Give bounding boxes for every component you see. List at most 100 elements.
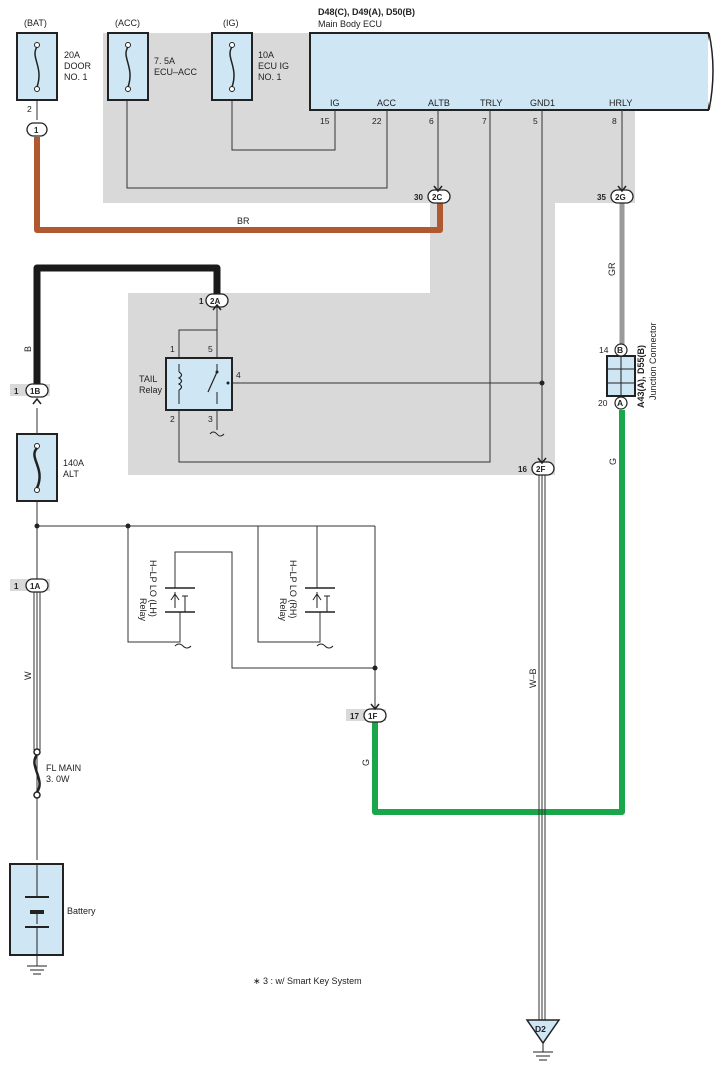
- ecu-subtitle: Main Body ECU: [318, 19, 382, 29]
- hlp-rh-label1: H–LP LO (RH): [288, 560, 298, 618]
- fuse-bat-pin: 2: [27, 104, 32, 114]
- wire-label-gr: GR: [607, 262, 617, 276]
- fuse-bat-label3: NO. 1: [64, 72, 88, 82]
- battery-label: Battery: [67, 906, 96, 916]
- ecu-pin-num-22: 22: [372, 116, 382, 126]
- connector-2a-pin: 1: [199, 297, 204, 306]
- ecu-pin-ig: IG: [330, 98, 340, 108]
- fuse-ig-tag: (IG): [223, 18, 239, 28]
- fuse-ig-label2: ECU IG: [258, 61, 289, 71]
- junction-top-conn: B: [617, 345, 623, 355]
- fuse-acc-tag: (ACC): [115, 18, 140, 28]
- main-body-ecu: D48(C), D49(A), D50(B) Main Body ECU IG …: [309, 7, 723, 126]
- fuse-acc-label1: 7. 5A: [154, 56, 175, 66]
- connector-1f-pin: 17: [350, 712, 359, 721]
- wire-label-w: W: [23, 671, 33, 680]
- fuse-ig-label3: NO. 1: [258, 72, 282, 82]
- wire-label-g1: G: [608, 458, 618, 465]
- connector-2c: 2C 30: [414, 185, 451, 204]
- wire-label-wb: W–B: [528, 668, 538, 688]
- ecu-pin-acc: ACC: [377, 98, 397, 108]
- fuse-ig-label1: 10A: [258, 50, 274, 60]
- connector-1a-pin: 1: [14, 582, 19, 591]
- wire-br: [34, 137, 443, 233]
- ecu-pin-hrly: HRLY: [609, 98, 632, 108]
- tail-relay-pin3: 3: [208, 414, 213, 424]
- fuse-door-no1: (BAT) 20A DOOR NO. 1 2: [16, 18, 92, 114]
- connector-2f-id: 2F: [536, 465, 545, 474]
- thick-wires: [33, 137, 625, 815]
- ecu-pin-trly: TRLY: [480, 98, 502, 108]
- tail-relay-pin1: 1: [170, 344, 175, 354]
- fuse-alt-label1: 140A: [63, 458, 84, 468]
- wire-w: [33, 592, 41, 750]
- footnote: ∗ 3 : w/ Smart Key System: [253, 976, 362, 986]
- tail-relay-pin4: 4: [236, 370, 241, 380]
- fuse-alt: 140A ALT: [16, 420, 84, 502]
- tail-relay-label1: TAIL: [139, 374, 157, 384]
- junction-bot-pin: 20: [598, 398, 608, 408]
- junction-top-pin: 14: [599, 345, 609, 355]
- fuse-bat-label2: DOOR: [64, 61, 92, 71]
- hlp-lo-lh-relay: H–LP LO (LH) Relay: [138, 560, 195, 649]
- connector-1: 1: [26, 122, 48, 137]
- fuse-ecu-acc: (ACC) 7. 5A ECU–ACC: [107, 18, 198, 101]
- fuse-bat-tag: (BAT): [24, 18, 47, 28]
- thin-wires: [36, 40, 623, 966]
- ecu-pin-num-15: 15: [320, 116, 330, 126]
- junction-bot-conn: A: [617, 398, 623, 408]
- wire-g: [372, 410, 625, 815]
- fuse-flmain-label1: FL MAIN: [46, 763, 81, 773]
- connector-2f-pin: 16: [518, 465, 527, 474]
- tail-relay: TAIL Relay 1 5 4 2 3: [139, 344, 241, 437]
- fuse-flmain-label2: 3. 0W: [46, 774, 70, 784]
- ecu-title: D48(C), D49(A), D50(B): [318, 7, 415, 17]
- junction-connector: B A 14 20 A43(A), D55(B) Junction Connec…: [598, 322, 658, 410]
- wire-labels: BR B GR G G W–B W: [23, 216, 618, 766]
- connector-2g-pin: 35: [597, 193, 606, 202]
- wire-label-br: BR: [237, 216, 250, 226]
- tail-relay-label2: Relay: [139, 385, 163, 395]
- ecu-pin-altb: ALTB: [428, 98, 450, 108]
- hlp-lo-rh-relay: H–LP LO (RH) Relay: [278, 560, 335, 649]
- connector-1b-pin: 1: [14, 387, 19, 396]
- ground-d2-id: D2: [535, 1024, 546, 1034]
- hlp-lh-label1: H–LP LO (LH): [148, 560, 158, 617]
- wire-label-g2: G: [361, 759, 371, 766]
- ecu-pin-gnd1: GND1: [530, 98, 555, 108]
- wire-b: [33, 264, 221, 384]
- junction-label: Junction Connector: [648, 322, 658, 400]
- wire-label-b: B: [23, 346, 33, 352]
- connector-2c-pin: 30: [414, 193, 423, 202]
- fuse-ecu-ig-no1: (IG) 10A ECU IG NO. 1: [211, 18, 289, 101]
- connector-1f: 1F 17: [346, 703, 387, 723]
- battery-ground: [27, 965, 47, 975]
- connector-2a: 2A 1: [199, 293, 229, 311]
- connector-2a-id: 2A: [210, 297, 220, 306]
- gray-regions: [103, 33, 635, 475]
- tail-relay-pin2: 2: [170, 414, 175, 424]
- connector-1a: 1A 1: [10, 578, 50, 593]
- ecu-pin-num-5: 5: [533, 116, 538, 126]
- wire-wb: [538, 475, 546, 1020]
- fuse-acc-label2: ECU–ACC: [154, 67, 198, 77]
- connector-2c-id: 2C: [432, 193, 442, 202]
- connector-2g-id: 2G: [615, 193, 626, 202]
- ecu-pin-num-7: 7: [482, 116, 487, 126]
- fuse-fl-main: FL MAIN 3. 0W: [33, 748, 81, 799]
- tail-relay-pin5: 5: [208, 344, 213, 354]
- ecu-pin-num-8: 8: [612, 116, 617, 126]
- hlp-rh-label2: Relay: [278, 598, 288, 622]
- connector-2g: 2G 35: [597, 185, 634, 204]
- junction-id: A43(A), D55(B): [636, 345, 646, 408]
- connector-1-id: 1: [34, 126, 39, 135]
- connector-2f: 2F 16: [518, 457, 555, 476]
- fuse-bat-label1: 20A: [64, 50, 80, 60]
- hlp-lh-label2: Relay: [138, 598, 148, 622]
- ecu-pin-num-6: 6: [429, 116, 434, 126]
- junction-dots: [34, 380, 545, 671]
- connector-1a-id: 1A: [30, 582, 40, 591]
- connector-1b-id: 1B: [30, 387, 40, 396]
- battery: Battery: [9, 863, 96, 956]
